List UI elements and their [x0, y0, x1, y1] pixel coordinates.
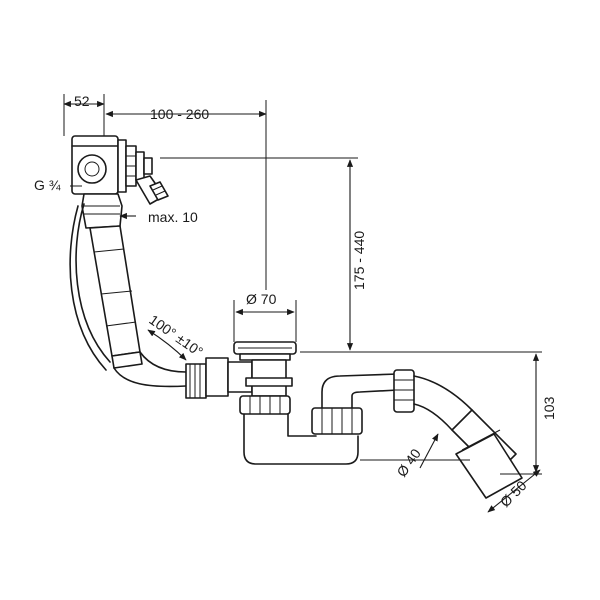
overflow-head — [71, 135, 153, 195]
dimension-lines — [63, 94, 542, 513]
dim-label-175-440: 175 - 440 — [351, 231, 367, 290]
drain-unit — [185, 341, 297, 399]
dim-label-g34: G ¾ — [34, 177, 61, 193]
dim-label-100-260: 100 - 260 — [150, 106, 209, 122]
dim-label-dia-40: Ø 40 — [393, 446, 424, 480]
dim-label-103: 103 — [541, 396, 557, 420]
dim-label-dia-70: Ø 70 — [246, 291, 277, 307]
dim-label-52: 52 — [74, 93, 90, 109]
overflow-pipe — [69, 193, 187, 388]
dim-label-max-10: max. 10 — [148, 209, 198, 225]
inlet-nipple — [135, 175, 169, 205]
dim-label-angle-100: 100° ±10° — [146, 311, 206, 359]
